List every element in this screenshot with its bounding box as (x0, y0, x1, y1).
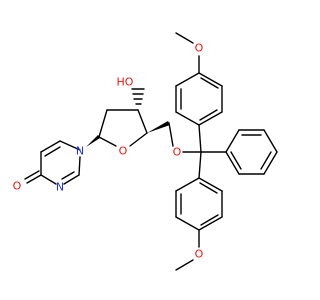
wedge-n1-c1 (86, 135, 100, 147)
bond-c4-n3 (40, 174, 57, 185)
ether-oxygen-label: O (173, 146, 182, 159)
sugar-ring (86, 88, 202, 153)
bond-n3-c2-double (61, 171, 75, 180)
bond-c1-c2 (98, 109, 108, 138)
n3-label: N (56, 181, 64, 194)
methoxy-bottom-oxygen-label: O (195, 248, 204, 261)
molecule-structure: HO O O O N N O O (0, 0, 300, 300)
bond-c4-o-double (24, 170, 40, 180)
bond-ch2-o (168, 122, 174, 147)
methoxy-top-oxygen-label: O (195, 42, 204, 55)
bond-ome-ch3-top (175, 32, 194, 44)
bond-c6-c5 (40, 140, 61, 153)
bond-n1-c6 (59, 140, 81, 151)
pyrimidinone-ring (24, 140, 81, 185)
bond-ome-ch3-bottom (175, 259, 194, 271)
n1-label: N (76, 145, 84, 158)
bond-c4-o (129, 132, 148, 147)
bond-c6-c5-double (44, 146, 61, 157)
hash-c3-oh (131, 88, 145, 105)
bond-n3-c2 (63, 174, 80, 185)
methoxyphenyl-top (175, 32, 223, 153)
methoxyphenyl-bottom (175, 151, 223, 271)
ring-oxygen-label: O (119, 145, 128, 158)
bond-trityl-ring3 (198, 151, 202, 179)
bond-o-c1 (98, 136, 117, 147)
bond-c4-o (26, 174, 42, 184)
bond-c2-n1 (78, 156, 81, 176)
carbonyl-oxygen-label: O (13, 180, 22, 193)
background (0, 0, 300, 300)
bond-c3-c4 (137, 109, 148, 134)
bond-trityl-ring1 (198, 124, 202, 153)
phenyl-ring (200, 129, 278, 175)
wedge-c4-ch2 (147, 121, 170, 133)
hydroxyl-label: HO (117, 76, 134, 89)
